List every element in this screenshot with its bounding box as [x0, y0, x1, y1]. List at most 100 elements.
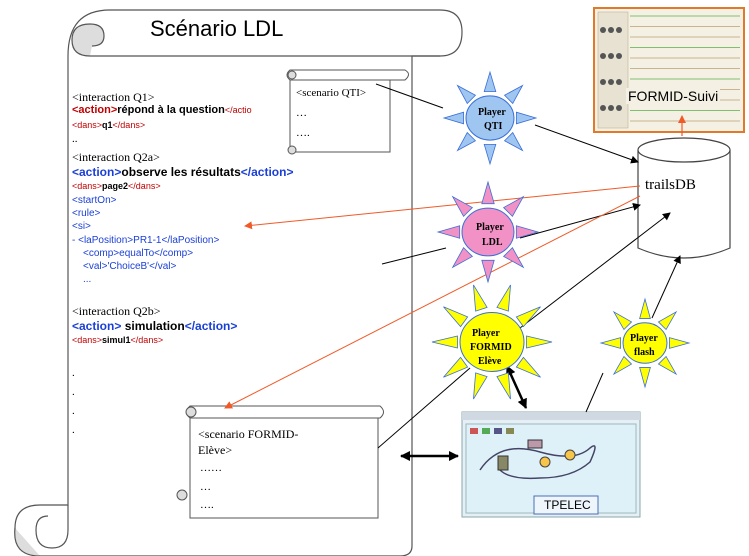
player-qti-core	[465, 95, 515, 141]
player-formid-core	[459, 312, 525, 372]
player-ldl-core	[461, 207, 515, 257]
formid-scroll-dots-1: ……	[200, 462, 222, 474]
q2a-action-close: </action>	[240, 165, 294, 179]
player-ldl-ray	[515, 225, 540, 239]
q2a-action-line: <action>observe les résultats</action>	[72, 166, 293, 178]
player-ldl-ray	[481, 180, 495, 205]
dots-line-2: ...	[83, 274, 92, 285]
qti-scroll-dots-2: ….	[296, 127, 310, 139]
player-qti-sun	[442, 70, 538, 166]
player-formid-ray	[496, 284, 511, 312]
suivi-person-icon	[600, 105, 606, 111]
suivi-person-icon	[616, 79, 622, 85]
q2b-action-text: simulation	[121, 319, 185, 333]
player-formid-ray	[515, 306, 541, 328]
formid-scroll-dots-3: ….	[200, 499, 214, 511]
qti-scroll	[286, 69, 409, 155]
player-formid-label-1: Player	[472, 328, 500, 339]
q2b-dans-close: </dans>	[130, 335, 164, 345]
player-qti-ray	[456, 131, 477, 152]
q2b-dans-value: simul1	[102, 335, 131, 345]
player-ldl-label-1: Player	[476, 222, 504, 233]
suivi-person-icon	[600, 27, 606, 33]
formid-scroll	[176, 405, 384, 519]
player-formid-ray	[515, 356, 541, 378]
q2b-dans-open: <dans>	[72, 335, 103, 345]
player-formid-label-3: Elève	[478, 356, 502, 367]
player-flash-ray	[612, 355, 633, 376]
player-ldl-ray	[451, 246, 474, 269]
player-flash-sun	[599, 297, 691, 389]
player-flash-label-2: flash	[634, 347, 655, 358]
player-formid-ray	[443, 356, 469, 378]
suivi-person-icon	[608, 53, 614, 59]
q2a-action-open: <action>	[72, 165, 122, 179]
scenario-title: Scénario LDL	[150, 16, 284, 41]
player-formid-ray	[473, 284, 488, 312]
suivi-person-icon	[608, 105, 614, 111]
qti-scroll-dots-1: …	[296, 107, 307, 119]
q2b-action-line: <action> simulation</action>	[72, 320, 237, 332]
q1-action-line: <action>répond à la question</actio	[72, 105, 252, 116]
suivi-person-icon	[608, 79, 614, 85]
player-formid-ray	[496, 372, 511, 400]
q2a-dans-open: <dans>	[72, 181, 103, 191]
trailsdb-label: trailsDB	[645, 177, 696, 193]
q2a-dans-close: </dans>	[128, 181, 161, 191]
player-qti-ray	[456, 84, 477, 105]
player-qti-ray	[515, 111, 538, 125]
player-formid-ray	[431, 335, 458, 349]
suivi-person-icon	[608, 27, 614, 33]
q1-dans-close: </dans>	[112, 120, 146, 130]
laposition-line: - <laPosition>PR1-1</laPosition>	[72, 235, 220, 246]
vertical-dot-4: .	[72, 424, 75, 436]
player-ldl-ray	[502, 195, 525, 218]
player-formid-ray	[526, 335, 553, 349]
player-flash-ray	[639, 367, 651, 389]
val-line: <val>'ChoiceB'</val>	[83, 261, 177, 272]
q1-action-text: répond à la question	[117, 104, 225, 116]
player-qti-ray	[483, 143, 497, 166]
player-flash-ray	[639, 297, 651, 319]
interaction-q2a-heading: <interaction Q2a>	[72, 150, 160, 164]
player-formid-label-2: FORMID	[470, 342, 512, 353]
player-qti-label-2: QTI	[484, 121, 503, 132]
player-formid-ray	[473, 372, 488, 400]
vertical-dot-2: .	[72, 386, 75, 398]
connectors	[224, 83, 686, 461]
q1-action-close: </actio	[224, 105, 252, 115]
q2a-dans-value: page2	[102, 181, 129, 191]
player-qti-ray	[503, 84, 524, 105]
rule-line: <rule>	[72, 208, 101, 219]
tpelec-label: TPELEC	[544, 498, 591, 512]
player-qti-ray	[442, 111, 465, 125]
player-flash-core	[622, 322, 668, 364]
formid-scroll-line-2: Elève>	[198, 443, 233, 457]
formid-scroll-line-1: <scenario FORMID-	[198, 427, 299, 441]
comp-line: <comp>equalTo</comp>	[83, 248, 194, 259]
player-flash-ray	[669, 337, 691, 349]
formid-suivi-label: FORMID-Suivi	[626, 88, 721, 104]
q1-dans-value: q1	[102, 120, 113, 130]
formid-suivi-screenshot	[593, 7, 745, 133]
player-qti-label-1: Player	[478, 107, 506, 118]
player-ldl-ray	[481, 259, 495, 284]
player-flash-ray	[599, 337, 621, 349]
q1-dans-line: <dans>q1</dans>	[72, 121, 145, 130]
player-flash-label-1: Player	[630, 333, 658, 344]
player-formid-ray	[443, 306, 469, 328]
suivi-person-icon	[600, 79, 606, 85]
suivi-person-icon	[616, 27, 622, 33]
player-qti-ray	[503, 131, 524, 152]
q2a-dans-line: <dans>page2</dans>	[72, 182, 161, 191]
player-formid-sun	[431, 284, 553, 400]
player-ldl-label-2: LDL	[482, 237, 503, 248]
suivi-person-icon	[616, 53, 622, 59]
q2b-action-close: </action>	[184, 319, 238, 333]
interaction-q1-heading: <interaction Q1>	[72, 90, 155, 104]
qti-scroll-label: <scenario QTI>	[296, 87, 367, 99]
player-ldl-ray	[502, 246, 525, 269]
q1-dans-open: <dans>	[72, 120, 103, 130]
interaction-q2b-heading: <interaction Q2b>	[72, 304, 161, 318]
